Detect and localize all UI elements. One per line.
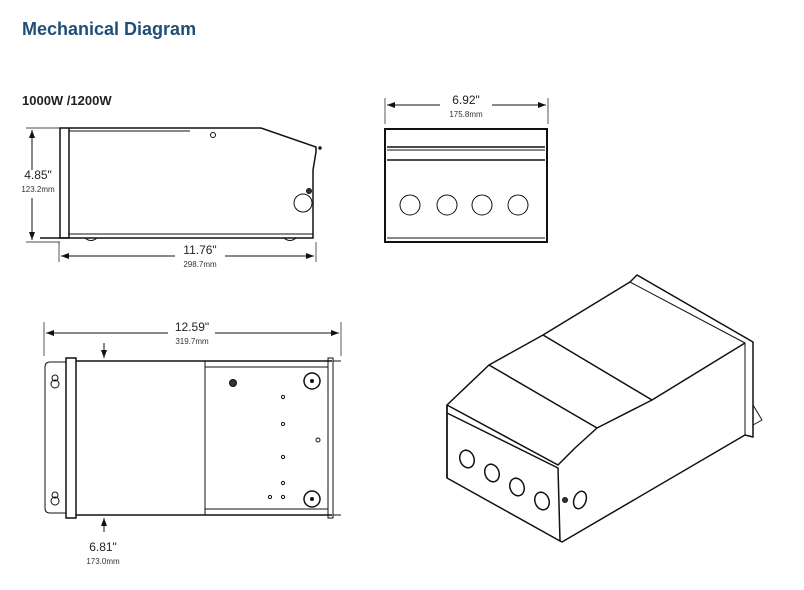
side-length-mm: 298.7mm <box>183 260 217 269</box>
front-width-mm: 175.8mm <box>449 110 483 119</box>
front-view <box>385 98 548 242</box>
side-height-mm: 123.2mm <box>21 185 55 194</box>
keyhole-icon <box>51 375 59 505</box>
side-view <box>26 128 321 262</box>
top-length-inches: 12.59" <box>174 320 210 334</box>
side-length-inches: 11.76" <box>183 243 217 257</box>
knockout-holes <box>457 448 588 512</box>
screw-hole <box>211 133 216 138</box>
top-view <box>44 322 341 532</box>
knockout-holes <box>400 195 528 215</box>
top-width-mm: 173.0mm <box>86 557 120 566</box>
isometric-view <box>447 275 762 542</box>
model-label: 1000W /1200W <box>22 93 112 108</box>
mounting-holes <box>268 395 320 498</box>
top-width-inches: 6.81" <box>89 540 117 554</box>
knockout-hole <box>294 194 312 212</box>
top-length-mm: 319.7mm <box>175 337 209 346</box>
side-height-inches: 4.85" <box>24 168 52 182</box>
page-title: Mechanical Diagram <box>22 19 197 39</box>
front-width-inches: 6.92" <box>452 93 480 107</box>
